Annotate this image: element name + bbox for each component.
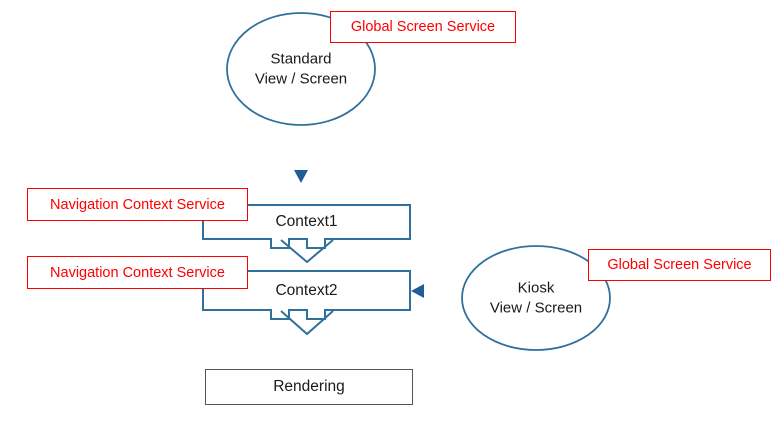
context1-node[interactable]: Context1: [203, 205, 410, 239]
kiosk-view-label: Kiosk View / Screen: [489, 279, 583, 317]
connector-standard-to-context1: [294, 148, 308, 183]
context2-label: Context2: [275, 282, 338, 299]
kiosk-view-node[interactable]: Kiosk View / Screen: [462, 246, 610, 350]
context2-arrowhead: [280, 310, 334, 336]
connector-kiosk-to-context2: [411, 284, 461, 298]
annotation-navigation-context-service-2[interactable]: Navigation Context Service: [27, 256, 248, 289]
standard-view-node[interactable]: Standard View / Screen: [227, 13, 375, 125]
context2-arrow-shape[interactable]: [202, 270, 411, 320]
rendering-box[interactable]: Rendering: [205, 369, 413, 405]
context2-node[interactable]: Context2: [203, 271, 410, 310]
context1-label: Context1: [275, 213, 338, 230]
standard-view-label: Standard View / Screen: [254, 50, 348, 88]
annotation-global-screen-service-bottom[interactable]: Global Screen Service: [588, 249, 771, 281]
context1-arrowhead: [280, 239, 334, 264]
annotation-global-screen-service-top[interactable]: Global Screen Service: [330, 11, 516, 43]
annotation-navigation-context-service-1[interactable]: Navigation Context Service: [27, 188, 248, 221]
kiosk-view-ellipse[interactable]: [461, 245, 611, 351]
context1-arrow-shape[interactable]: [202, 204, 411, 249]
